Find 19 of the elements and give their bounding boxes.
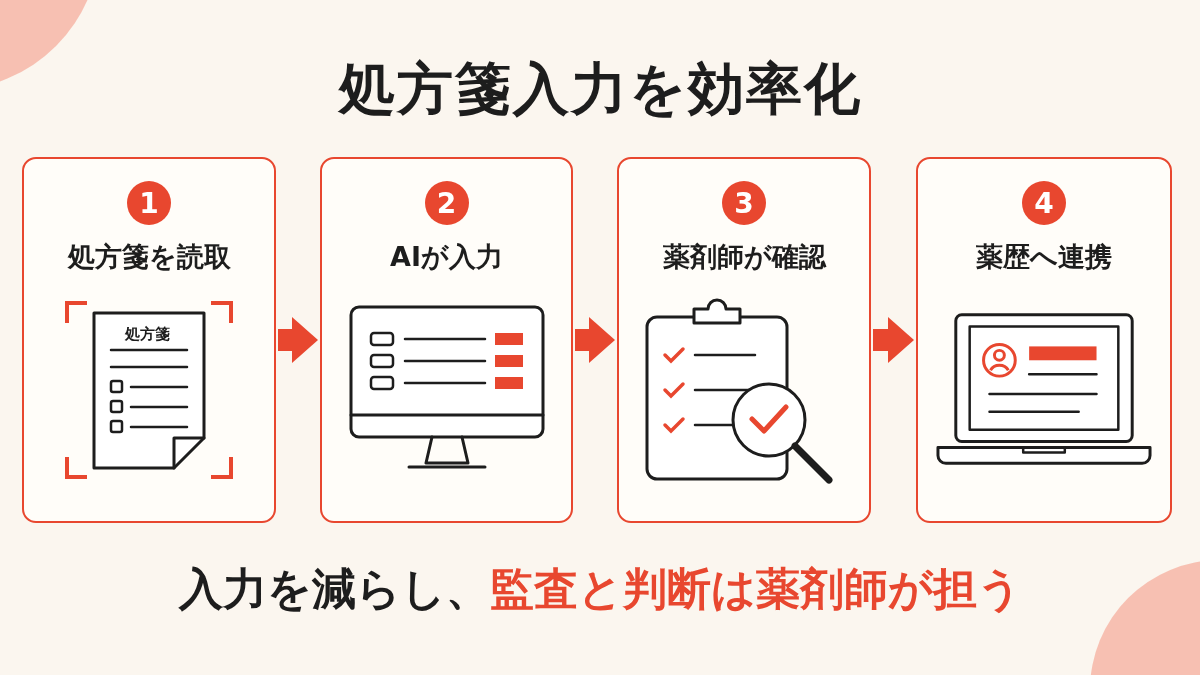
arrow xyxy=(575,317,615,363)
step-number: 4 xyxy=(1022,181,1066,225)
step-title: 薬歴へ連携 xyxy=(976,240,1112,274)
arrow xyxy=(278,317,318,363)
step-card xyxy=(617,157,871,523)
step-title: AIが入力 xyxy=(390,240,503,274)
step-title: 処方箋を読取 xyxy=(67,240,231,274)
summary-text: 監査と判断は薬剤師が担う xyxy=(489,562,1022,616)
step-number: 1 xyxy=(127,181,171,225)
step-card xyxy=(22,157,276,523)
arrow xyxy=(873,317,914,363)
step-number: 2 xyxy=(424,181,469,225)
summary-text: 入力を減らし、 xyxy=(178,562,490,616)
step-number: 3 xyxy=(722,181,766,225)
title: 処方箋入力を効率化 xyxy=(337,55,863,123)
step-card xyxy=(916,157,1172,523)
step-title: 薬剤師が確認 xyxy=(662,240,826,274)
step-card xyxy=(320,157,573,523)
document-heading: 処方箋 xyxy=(125,325,170,344)
